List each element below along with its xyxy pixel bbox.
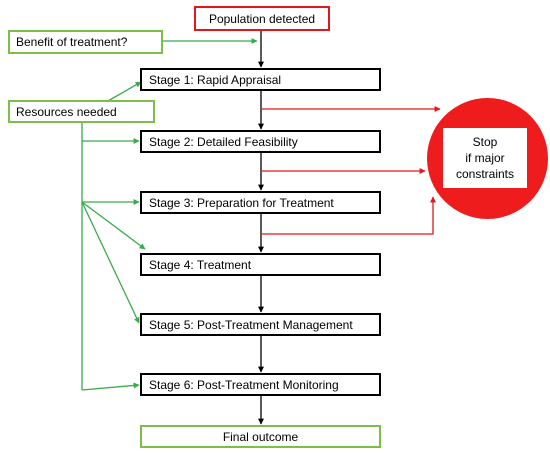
- stage-2-box: Stage 2: Detailed Feasibility: [140, 130, 381, 153]
- start-box: Population detected: [194, 6, 330, 31]
- stage-5-box: Stage 5: Post-Treatment Management: [140, 313, 381, 336]
- stage-3-box: Stage 3: Preparation for Treatment: [140, 191, 381, 214]
- final-outcome-label: Final outcome: [222, 429, 299, 444]
- stage-2-label: Stage 2: Detailed Feasibility: [149, 134, 298, 149]
- stage-1-box: Stage 1: Rapid Appraisal: [140, 68, 381, 91]
- stop-label-box: Stop if major constraints: [443, 128, 527, 188]
- stop-line-3: constraints: [455, 167, 515, 181]
- arrow-resources-to-stage1: [107, 81, 142, 102]
- stop-arrows: [261, 106, 441, 235]
- final-outcome-box: Final outcome: [140, 425, 381, 448]
- stage-5-label: Stage 5: Post-Treatment Management: [149, 317, 353, 332]
- arrow-stop-from-stage3: [261, 196, 436, 235]
- stage-3-label: Stage 3: Preparation for Treatment: [149, 195, 334, 210]
- stage-1-label: Stage 1: Rapid Appraisal: [149, 72, 282, 87]
- resources-box: Resources needed: [8, 100, 155, 123]
- stop-line-1: Stop: [472, 135, 498, 149]
- resources-box-label: Resources needed: [16, 104, 117, 119]
- arrow-resources-to-stage5: [81, 201, 140, 324]
- arrow-resources-to-stage4: [81, 201, 146, 250]
- start-box-label: Population detected: [208, 11, 316, 26]
- resource-arrows: [81, 38, 258, 391]
- benefit-box-label: Benefit of treatment?: [16, 35, 128, 49]
- stage-6-box: Stage 6: Post-Treatment Monitoring: [140, 373, 381, 396]
- stop-line-2: if major: [465, 151, 505, 165]
- benefit-box: Benefit of treatment?: [8, 30, 163, 54]
- stage-4-box: Stage 4: Treatment: [140, 253, 381, 276]
- arrow-resources-to-stage6: [81, 382, 140, 391]
- stage-6-label: Stage 6: Post-Treatment Monitoring: [149, 377, 339, 392]
- stage-4-label: Stage 4: Treatment: [149, 257, 252, 272]
